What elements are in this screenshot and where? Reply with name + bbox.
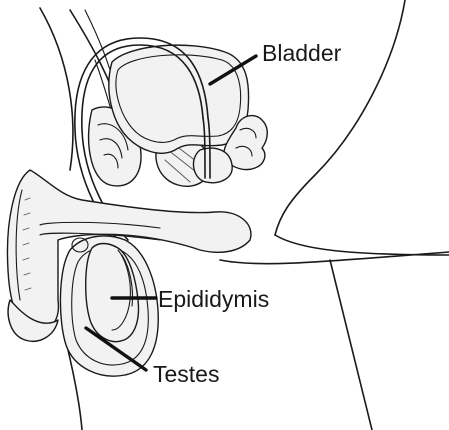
testes-label: Testes [153, 363, 219, 386]
epididymis-label: Epididymis [158, 288, 269, 311]
bladder-label: Bladder [262, 42, 341, 65]
bladder [109, 45, 249, 153]
scrotum [60, 236, 158, 376]
